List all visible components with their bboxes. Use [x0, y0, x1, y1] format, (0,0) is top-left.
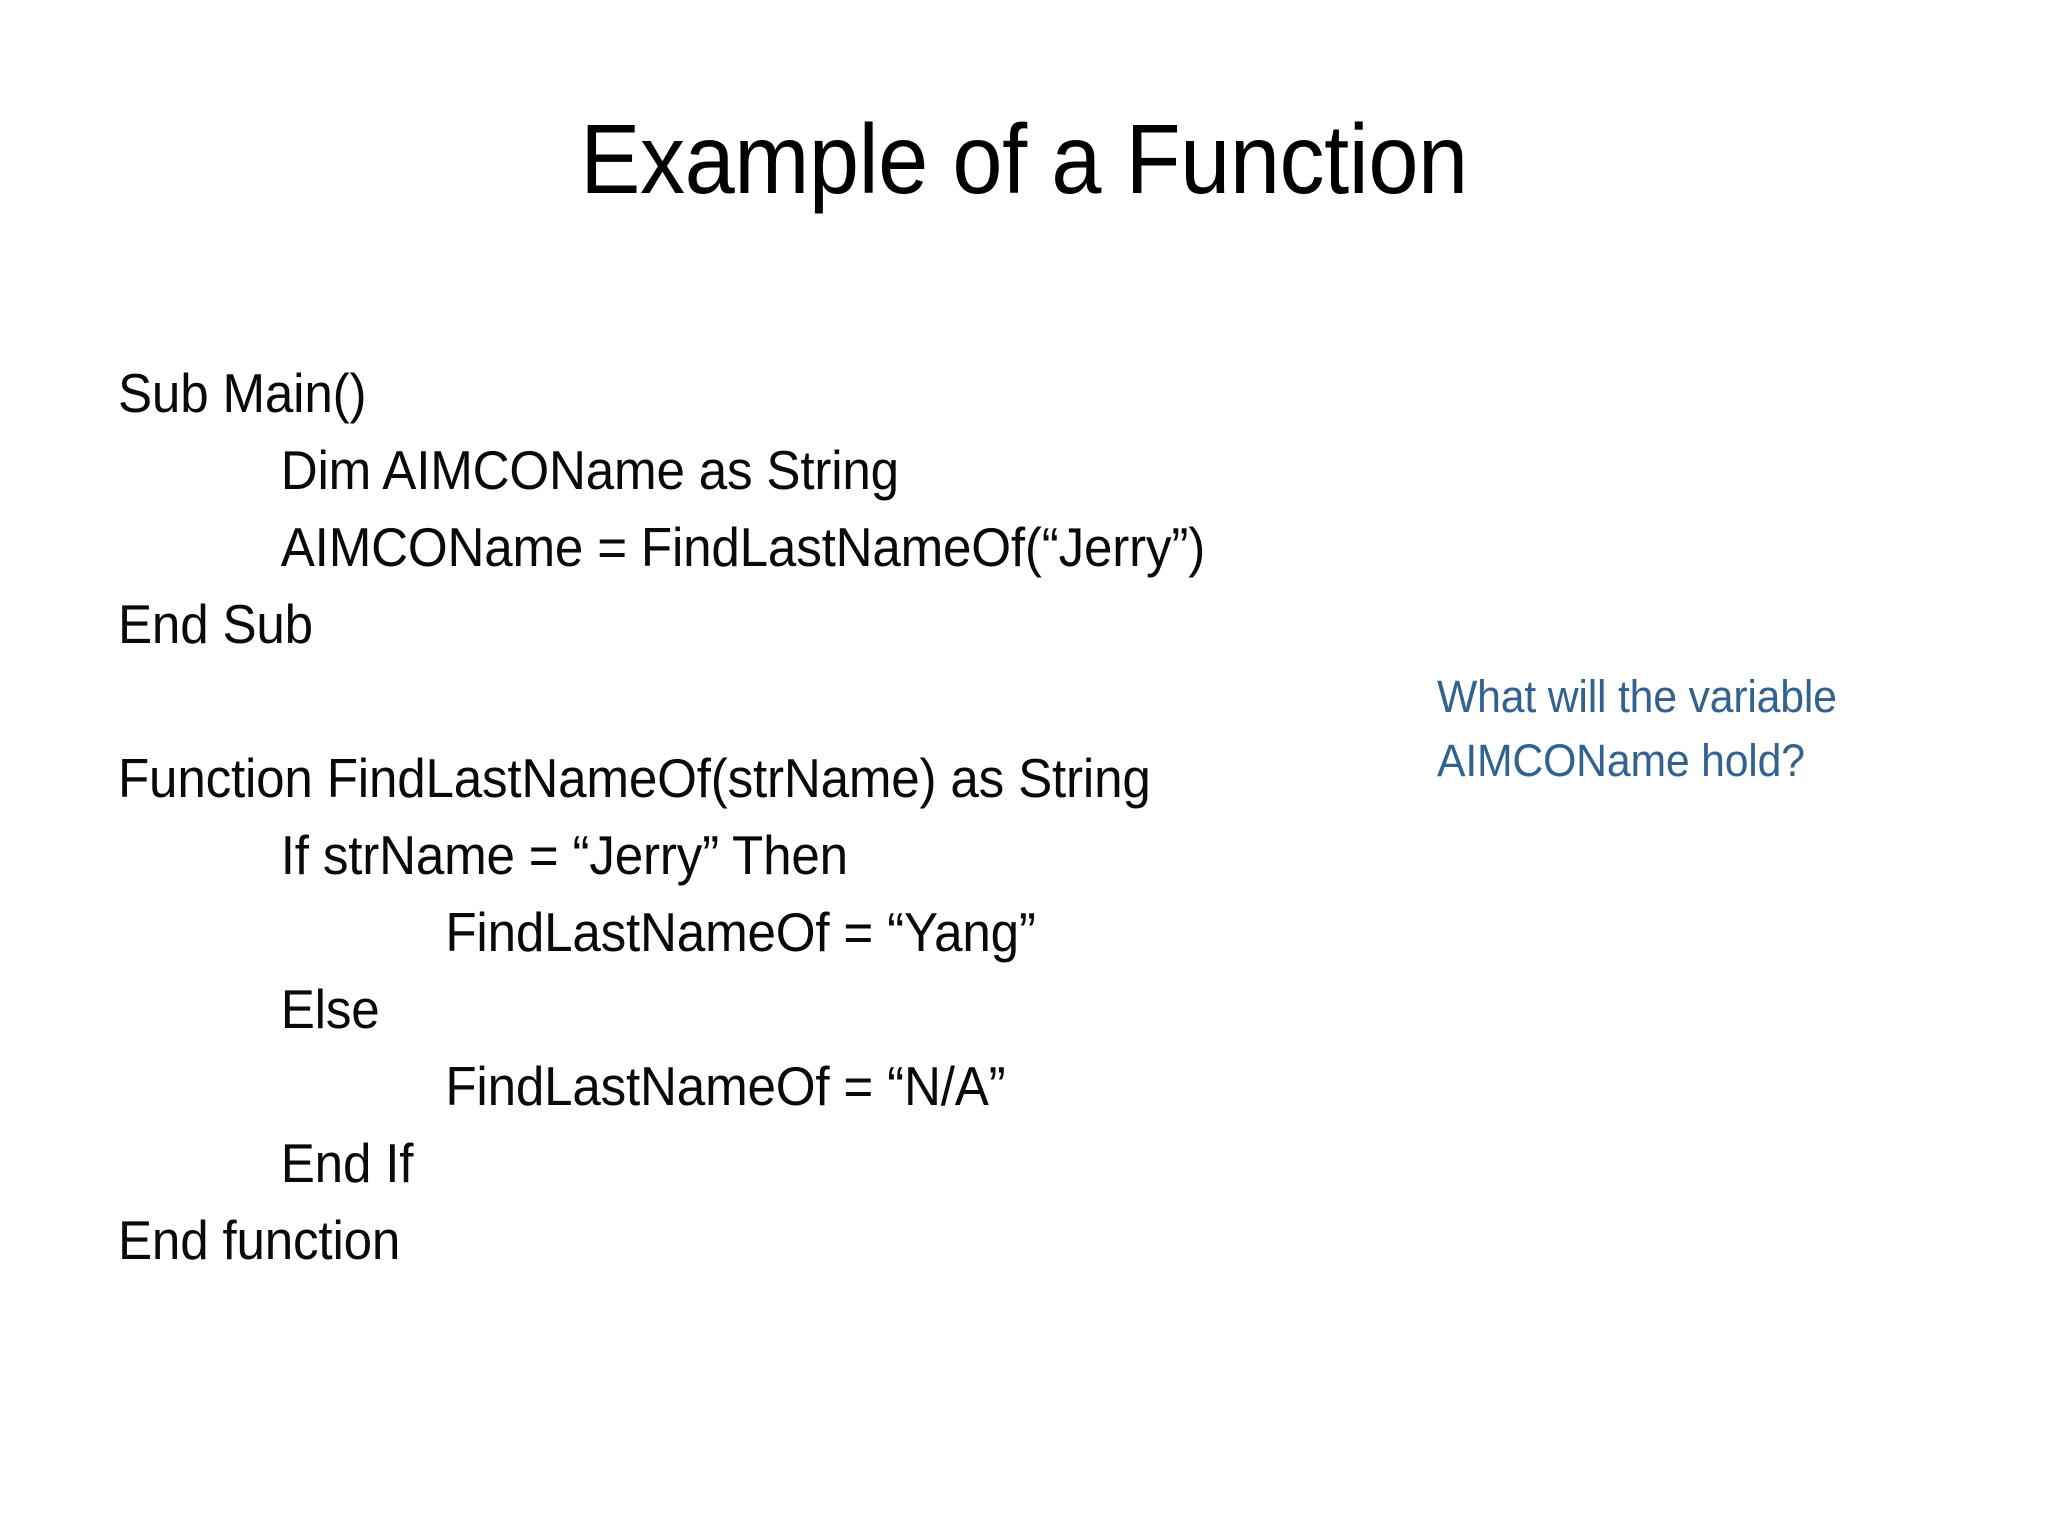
code-line: FindLastNameOf = “Yang”: [445, 901, 1036, 963]
code-line: Sub Main(): [118, 362, 367, 424]
code-line: Function FindLastNameOf(strName) as Stri…: [118, 747, 1151, 809]
code-line: AIMCOName = FindLastNameOf(“Jerry”): [280, 516, 1206, 578]
code-line: End If: [280, 1132, 414, 1194]
code-line: End function: [118, 1209, 401, 1271]
code-line-blank: [118, 663, 1346, 740]
callout-line: AIMCOName hold?: [1437, 735, 1805, 786]
code-line: Dim AIMCOName as String: [280, 439, 899, 501]
code-line: If strName = “Jerry” Then: [280, 824, 848, 886]
callout-line: What will the variable: [1437, 671, 1837, 722]
title-block: Example of a Function: [130, 108, 1918, 211]
code-line: Else: [280, 978, 380, 1040]
code-line: End Sub: [118, 593, 313, 655]
code-line: FindLastNameOf = “N/A”: [445, 1055, 1006, 1117]
page-title: Example of a Function: [580, 104, 1468, 214]
